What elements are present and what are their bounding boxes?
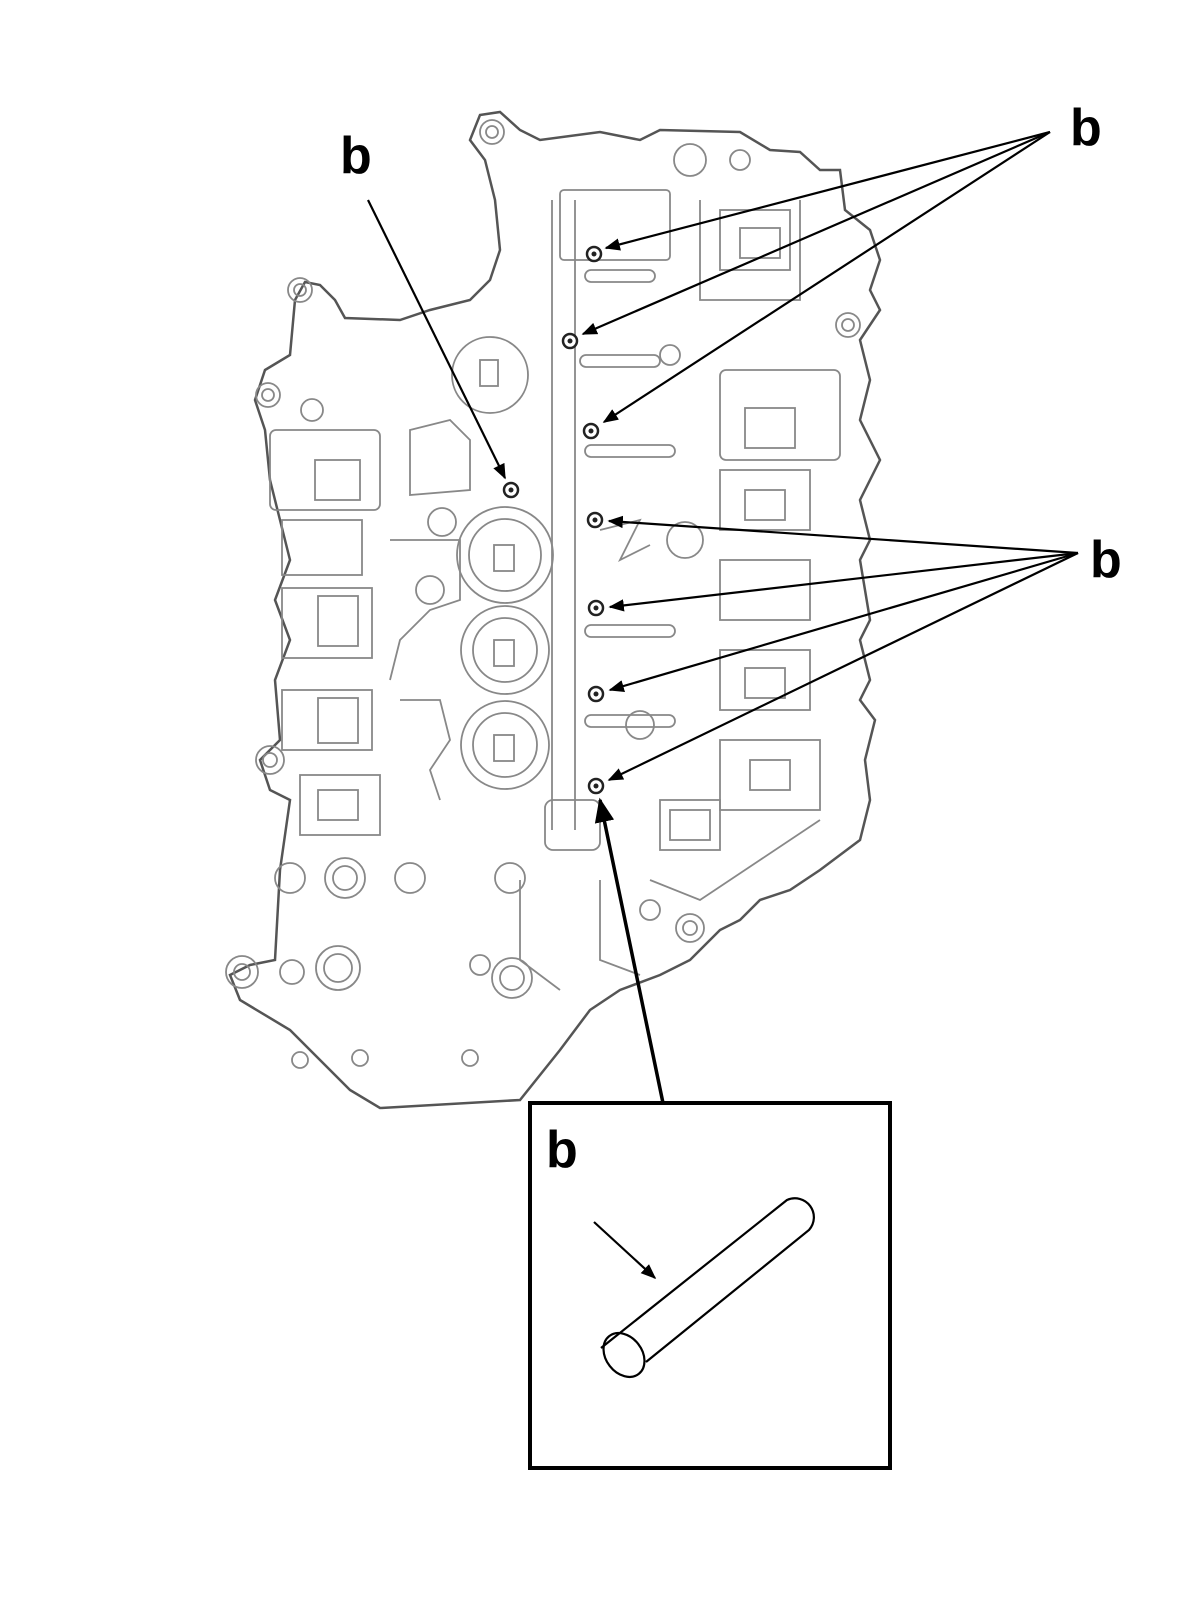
leader-line (602, 131, 1051, 423)
pin-marker-centers (508, 251, 599, 789)
callout-label-b-inset: b (546, 1121, 578, 1179)
inset-leader-line (593, 1221, 657, 1280)
leader-line (607, 515, 1079, 555)
callout-label-b-top-right: b (1070, 99, 1102, 157)
leader-line (608, 551, 1079, 693)
valve-body-outline (228, 110, 882, 1110)
leader-line (604, 130, 1051, 251)
inset-detail (528, 1101, 892, 1470)
leader-line (607, 552, 1079, 781)
inset-pointer-line (594, 797, 665, 1104)
inset-box (528, 1101, 892, 1470)
pin-illustration (600, 1197, 815, 1379)
valve-body-detail (225, 119, 861, 1069)
leader-lines (367, 130, 1079, 1104)
callout-label-b-mid-right: b (1090, 531, 1122, 589)
leader-line (581, 130, 1051, 336)
leader-line (367, 199, 506, 480)
leader-line (608, 551, 1079, 612)
pin-markers (502, 245, 605, 795)
callout-label-b-top-left: b (340, 127, 372, 185)
